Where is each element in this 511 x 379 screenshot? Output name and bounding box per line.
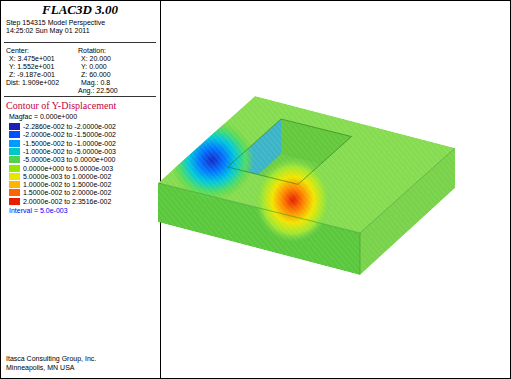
color-swatch xyxy=(9,198,20,205)
company-city: Minneapolis, MN USA xyxy=(6,364,74,372)
color-swatch xyxy=(9,156,20,163)
color-swatch xyxy=(9,189,20,196)
legend-text: -1.0000e-002 to -5.0000e-003 xyxy=(23,148,116,156)
center-z: Z: -9.187e-001 xyxy=(9,71,55,79)
angle: Ang.: 22.500 xyxy=(78,87,118,95)
center-x: X: 3.475e+001 xyxy=(9,55,55,63)
magnification: Mag.: 0.8 xyxy=(81,79,110,87)
legend-text: -2.2860e-002 to -2.0000e-002 xyxy=(23,123,116,131)
color-swatch xyxy=(9,123,20,130)
interval: Interval = 5.0e-003 xyxy=(9,207,68,215)
separator xyxy=(4,42,156,43)
step-info: Step 154315 Model Perspective xyxy=(6,19,105,27)
legend-text: -1.5000e-002 to -1.0000e-002 xyxy=(23,140,116,148)
rotation-y: Y: 0.000 xyxy=(81,63,107,71)
distance: Dist: 1.909e+002 xyxy=(6,79,59,87)
legend-text: 0.0000e+000 to 5.0000e-003 xyxy=(23,165,113,173)
software-title: FLAC3D 3.00 xyxy=(42,3,118,17)
model-block xyxy=(158,96,455,275)
center-y: Y: 1.552e+001 xyxy=(9,63,54,71)
legend-text: 2.0000e-002 to 2.3516e-002 xyxy=(23,198,111,206)
legend-text: -2.0000e-002 to -1.5000e-002 xyxy=(23,131,116,139)
color-swatch xyxy=(9,173,20,180)
timestamp: 14:25:02 Sun May 01 2011 xyxy=(6,27,90,35)
legend-text: 5.0000e-003 to 1.0000e-002 xyxy=(23,173,111,181)
rotation-x: X: 20.000 xyxy=(81,55,111,63)
separator xyxy=(4,96,156,97)
color-swatch xyxy=(9,131,20,138)
company: Itasca Consulting Group, Inc. xyxy=(6,355,96,363)
color-swatch xyxy=(9,165,20,172)
contour-title: Contour of Y-Displacement xyxy=(6,100,116,111)
color-swatch xyxy=(9,140,20,147)
legend-text: 1.0000e-002 to 1.5000e-002 xyxy=(23,181,111,189)
magfac: Magfac = 0.000e+000 xyxy=(9,113,77,121)
center-heading: Center: xyxy=(6,47,29,55)
color-swatch xyxy=(9,148,20,155)
rotation-heading: Rotation: xyxy=(78,47,106,55)
color-swatch xyxy=(9,181,20,188)
legend-text: 1.5000e-002 to 2.0000e-002 xyxy=(23,189,111,197)
rotation-z: Z: 60.000 xyxy=(81,71,111,79)
legend-text: -5.0000e-003 to 0.0000e+000 xyxy=(23,156,115,164)
